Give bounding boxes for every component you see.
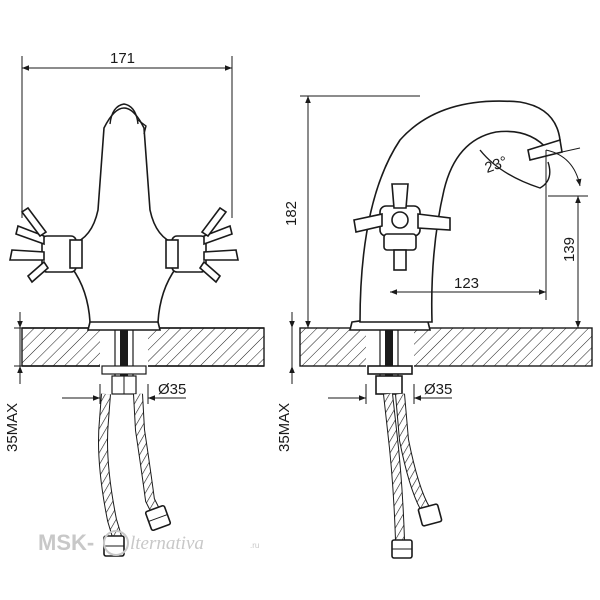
dim-height-total: 182: [283, 201, 300, 226]
hoses-side: [383, 393, 443, 559]
dim-hole-diameter-left: Ø35: [158, 381, 186, 398]
dim-width-total: 171: [110, 50, 135, 67]
faucet-body-front: [71, 107, 177, 323]
side-view: 182 139 123 23° Ø35 35MAX: [276, 95, 593, 559]
handle-left-front: [9, 206, 83, 284]
svg-text:lternativa: lternativa: [130, 533, 204, 554]
dim-counter-max-left: 35MAX: [4, 403, 21, 452]
handle-side: [353, 183, 451, 271]
watermark: MSK- lternativa .ru: [38, 530, 259, 556]
dim-spout-reach: 123: [454, 275, 479, 292]
svg-text:.ru: .ru: [250, 541, 259, 550]
handle-right-front: [165, 206, 239, 284]
watermark-a-logo: [103, 530, 129, 556]
dim-angle: 23°: [483, 153, 510, 177]
hoses-front: [98, 393, 172, 557]
front-view: 171 Ø35 35MAX: [4, 50, 265, 557]
svg-text:MSK-: MSK-: [38, 530, 94, 555]
nut-left: [101, 365, 147, 375]
dim-spout-height: 139: [561, 237, 578, 262]
dim-hole-diameter-right: Ø35: [424, 381, 452, 398]
countertop-right: [299, 327, 593, 367]
faucet-spout-side: [359, 100, 561, 323]
dim-counter-max-right: 35MAX: [276, 403, 293, 452]
